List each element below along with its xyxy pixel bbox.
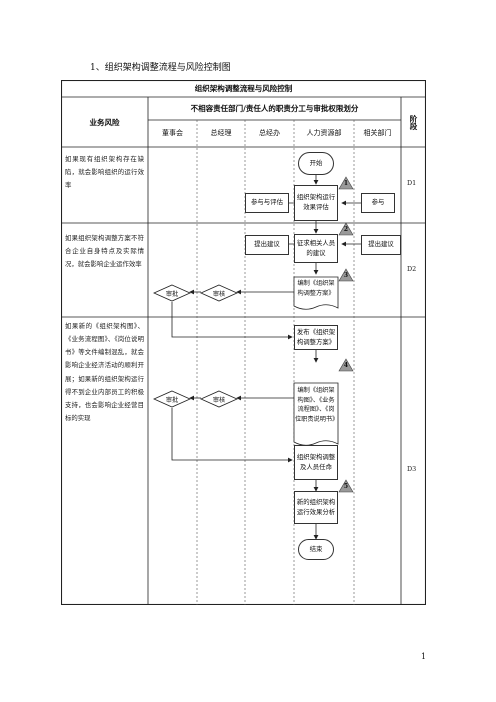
stage-column-header: 阶段: [409, 114, 418, 130]
dept-general-manager: 总经理: [210, 129, 232, 138]
stage-d2: D2: [407, 265, 417, 273]
control-point-4: 4: [343, 362, 349, 369]
end-node: 结束: [298, 539, 334, 560]
dept-related: 相关部门: [363, 129, 392, 138]
section-heading: 1、组织架构调整流程与风险控制图: [90, 63, 231, 73]
risk-column-header: 业务风险: [89, 117, 120, 127]
control-point-3: 3: [343, 272, 349, 279]
dept-board: 董事会: [162, 129, 183, 138]
review-diamond-2: 审核: [212, 397, 226, 404]
draft-plan-document: 编制《组织架构调整方案》: [297, 280, 335, 297]
responsibility-header: 不相容责任部门/责任人的职责分工与审批权限划分: [190, 104, 359, 113]
flow-table: 组织架构调整流程与风险控制 业务风险 不相容责任部门/责任人的职责分工与审批权限…: [61, 80, 426, 605]
risk-text-2: 如果组织架构调整方案不符合企业自身特点及实际情况，就会影响企业运作效率: [65, 234, 144, 269]
start-node: 开始: [298, 152, 334, 175]
participate-evaluate-box: 参与与评估: [245, 193, 289, 213]
analysis-box: 新的组织架构运行效果分析: [294, 491, 338, 524]
table-grid: [61, 80, 426, 605]
control-point-5: 5: [343, 483, 349, 490]
org-efficiency-box: 组织架构运行效果评估: [294, 185, 338, 221]
propose-box-1: 提出建议: [245, 235, 289, 255]
review-diamond-1: 审核: [212, 291, 226, 298]
risk-text-1: 如果现有组织架构存在缺陷，就会影响组织的运行效率: [65, 155, 144, 190]
participate-box: 参与: [361, 193, 395, 213]
risk-text-3: 如果新的《组织架构图》、《业务流程图》、《岗位说明书》等文件编制混乱，就会影响企…: [65, 322, 144, 422]
page-number: 1: [421, 652, 427, 661]
table-title: 组织架构调整流程与风险控制: [194, 84, 293, 93]
dept-hr: 人力资源部: [306, 129, 342, 138]
approve-diamond-1: 审批: [165, 291, 179, 298]
collect-suggestions-box: 征求相关人员的建议: [294, 234, 338, 263]
approve-diamond-2: 审批: [165, 397, 179, 404]
compile-docs-document: 编制《组织架构图》、《业务流程图》、《岗位职责说明书》: [295, 387, 339, 423]
stage-d1: D1: [407, 179, 417, 187]
control-point-2: 2: [343, 226, 349, 233]
stage-d3: D3: [407, 465, 417, 473]
dept-gm-office: 总经办: [259, 129, 280, 138]
control-point-1: 1: [343, 180, 349, 187]
propose-box-2: 提出建议: [361, 235, 401, 255]
appointment-box: 组织架构调整及人员任命: [294, 445, 338, 480]
publish-plan-box: 发布《组织架构调整方案》: [294, 325, 338, 350]
